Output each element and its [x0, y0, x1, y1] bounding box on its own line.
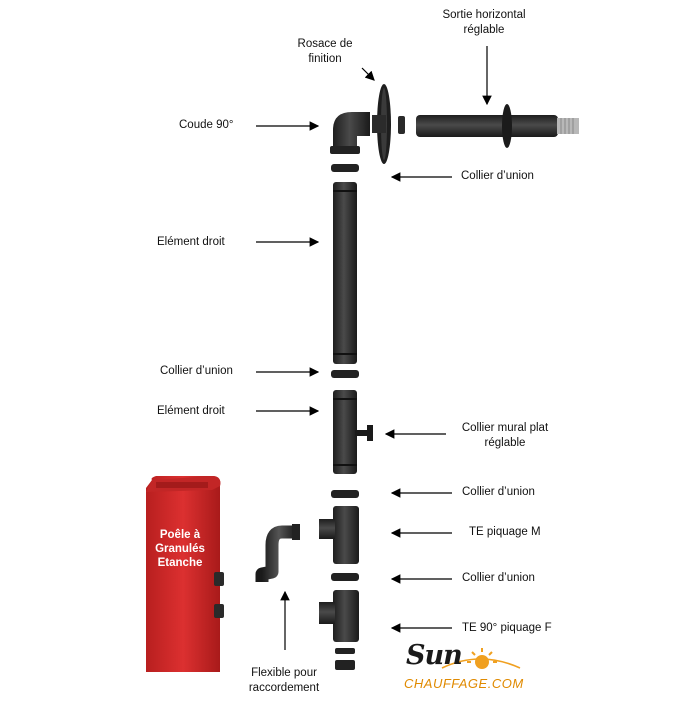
- collar-1: [331, 164, 359, 172]
- brand-logo: Sun CHAUFFAGE.COM: [398, 640, 548, 698]
- bottom-caps: [335, 648, 355, 670]
- label-element-2: Elément droit: [157, 405, 225, 417]
- label-elbow: Coude 90°: [179, 119, 234, 131]
- collar-4: [331, 573, 359, 581]
- stove-label: Poêle à Granulés Etanche: [138, 528, 222, 570]
- stove-label-line3: Etanche: [157, 557, 203, 569]
- stove-label-line2: Granulés: [155, 543, 205, 555]
- finishing-rosette: [372, 84, 391, 164]
- logo-chauffage-text: CHAUFFAGE.COM: [404, 676, 524, 691]
- label-rosette-line1: Rosace de: [297, 38, 353, 50]
- label-element-1: Elément droit: [157, 236, 225, 248]
- label-wall-bracket: Collier mural plat réglable: [462, 421, 548, 451]
- logo-swoosh: [441, 658, 521, 669]
- elbow-90: [330, 112, 370, 154]
- label-flexible: Flexible pour raccordement: [249, 666, 319, 696]
- label-wall-bracket-line1: Collier mural plat: [461, 422, 549, 434]
- wall-bracket: [355, 425, 373, 441]
- label-rosette: Rosace de finition: [298, 37, 353, 67]
- label-rosette-line2: finition: [308, 53, 342, 65]
- pointer-arrows: [256, 46, 492, 650]
- collar-3: [331, 490, 359, 498]
- tee-90-f: [319, 590, 359, 642]
- label-collar-mid: Collier d’union: [462, 486, 535, 498]
- label-collar-left: Collier d’union: [160, 365, 233, 377]
- label-wall-bracket-line2: réglable: [484, 437, 526, 449]
- logo-sun-text: Sun: [406, 640, 463, 671]
- pellet-stove: [146, 476, 224, 672]
- straight-element-2: [333, 390, 357, 474]
- label-collar-low: Collier d’union: [462, 572, 535, 584]
- label-horizontal-outlet-line2: réglable: [463, 24, 505, 36]
- straight-element-1: [333, 182, 357, 364]
- label-flexible-line2: raccordement: [248, 682, 320, 694]
- label-collar-top: Collier d’union: [461, 170, 534, 182]
- label-horizontal-outlet: Sortie horizontal réglable: [442, 8, 525, 38]
- horizontal-outlet: [416, 104, 579, 148]
- label-horizontal-outlet-line1: Sortie horizontal: [442, 9, 526, 21]
- flexible-hose: [255, 524, 300, 582]
- collar-horizontal: [398, 116, 405, 134]
- label-tee-f: TE 90° piquage F: [462, 622, 552, 634]
- stove-label-line1: Poêle à: [159, 529, 201, 541]
- label-flexible-line1: Flexible pour: [251, 667, 317, 679]
- tee-m: [319, 506, 359, 564]
- label-tee-m: TE piquage M: [469, 526, 541, 538]
- collar-2: [331, 370, 359, 378]
